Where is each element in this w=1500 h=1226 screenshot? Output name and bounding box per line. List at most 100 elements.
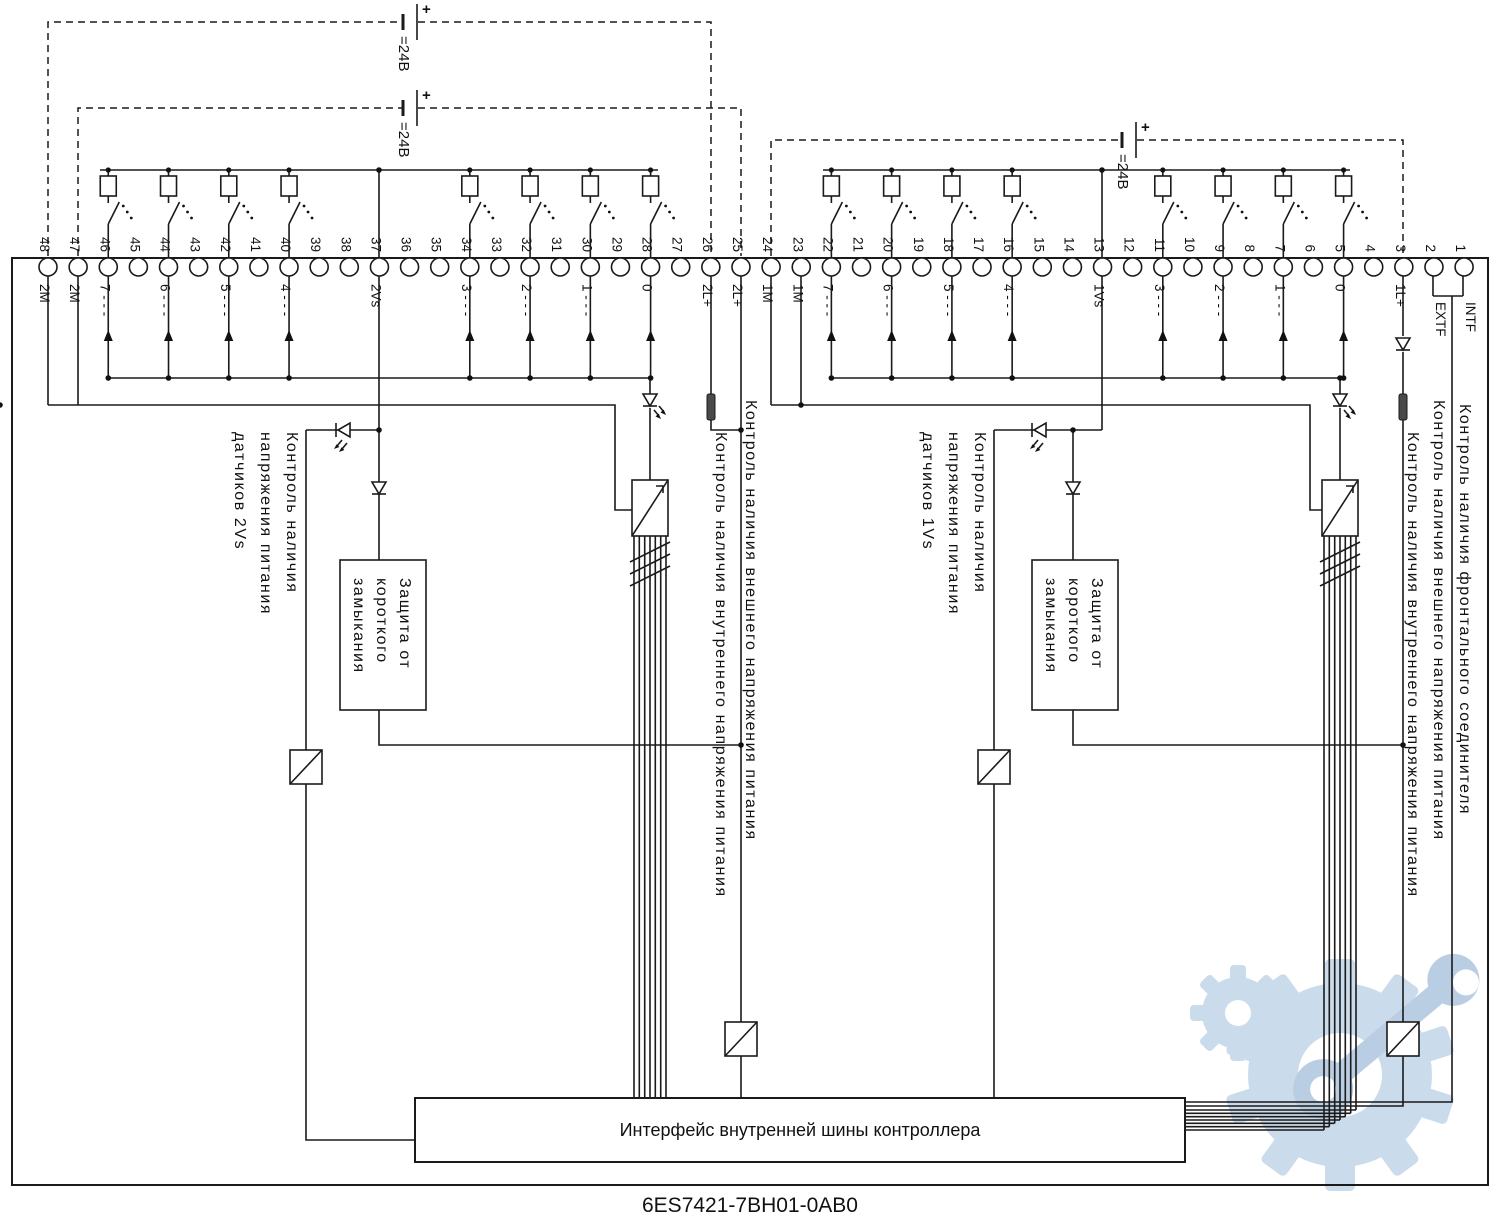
terminal-circle xyxy=(670,257,691,277)
terminal-circle xyxy=(640,257,661,277)
terminal-label: 0 xyxy=(1333,284,1348,292)
sensor-switch-wire xyxy=(529,170,542,258)
terminal-number: 30 xyxy=(579,237,594,252)
short-circuit-protection-box-left xyxy=(339,559,427,711)
terminal-label: 3 - - - xyxy=(1152,284,1167,316)
ellipsis-dot xyxy=(603,204,607,208)
battery-voltage-label: =24В xyxy=(395,36,412,71)
junction-dot xyxy=(1160,375,1166,381)
input-arrow xyxy=(525,330,535,341)
terminal-number: 26 xyxy=(700,237,715,252)
terminal-number: 4 xyxy=(1363,244,1378,252)
ellipsis-dot xyxy=(672,216,675,220)
terminal-label: 6 - - - xyxy=(158,284,173,316)
junction-dot xyxy=(1220,375,1226,381)
label-sensor-2vs-line1: Контроль наличия xyxy=(283,432,300,594)
ellipsis-dot xyxy=(1236,204,1240,208)
terminal-number: 22 xyxy=(820,237,835,252)
sensor-supply-1vs-wiring xyxy=(993,276,1403,1098)
terminal-circle xyxy=(1002,257,1022,277)
terminal-number: 1 xyxy=(1453,244,1468,252)
ellipsis-dot xyxy=(125,210,129,214)
terminal-number: 46 xyxy=(97,237,112,252)
sensor-switch-body xyxy=(219,175,238,197)
junction-dot xyxy=(105,167,111,173)
module-border xyxy=(11,257,1489,1186)
terminal-label: 3 - - - xyxy=(459,284,474,316)
terminal-number: 48 xyxy=(37,237,52,252)
diode-2vs xyxy=(371,481,387,495)
terminal-label: 2 - - - xyxy=(1212,284,1227,316)
input-arrow xyxy=(887,330,897,341)
terminal-number: 43 xyxy=(188,237,203,252)
input-arrow xyxy=(224,330,234,341)
junction-dot xyxy=(828,375,835,381)
terminal-label: 5 - - - xyxy=(941,284,956,316)
terminal-number: 28 xyxy=(640,237,655,252)
junction-dot xyxy=(1340,375,1347,381)
ellipsis-dot xyxy=(1025,204,1029,208)
sensor-switch-body xyxy=(521,175,539,197)
terminal-number: 3 xyxy=(1393,244,1408,252)
sensor-switch-wire xyxy=(1222,170,1235,258)
sensor-switch-body xyxy=(822,175,841,197)
label-sensor-1vs-line2: напряжения питания xyxy=(945,432,962,615)
sensor-switch-body xyxy=(641,175,660,197)
label-external-supply-left: Контроль наличия внешнего напряжения пит… xyxy=(742,400,759,841)
terminal-label: 4 - - - xyxy=(1001,284,1016,316)
battery-voltage-label: =24В xyxy=(1114,154,1131,189)
ellipsis-dot xyxy=(186,210,189,214)
ellipsis-dot xyxy=(607,210,611,214)
ellipsis-dot xyxy=(852,216,856,220)
terminal-label: 2L+ xyxy=(730,284,745,307)
ellipsis-dot xyxy=(1304,216,1308,220)
ellipsis-dot xyxy=(965,204,969,208)
junction-dot xyxy=(286,167,292,173)
ellipsis-dot xyxy=(913,216,917,220)
ellipsis-dot xyxy=(1180,210,1184,214)
terminal-circle xyxy=(1183,257,1203,277)
terminal-circle xyxy=(249,257,269,277)
junction-dot xyxy=(587,375,594,381)
sensor-switch-body xyxy=(280,175,298,197)
supply-loop-2b-dashed xyxy=(77,107,742,256)
label-extf: EXTF xyxy=(1433,302,1448,337)
terminal-circle xyxy=(1062,257,1083,277)
input-arrow xyxy=(103,330,113,341)
terminal-number: 7 xyxy=(1272,244,1287,252)
input-arrow xyxy=(1007,330,1017,341)
terminal-number: 17 xyxy=(971,237,986,252)
junction-dot xyxy=(1009,375,1015,381)
isolation-box-2vs xyxy=(289,749,323,785)
junction-dot xyxy=(165,167,172,173)
terminal-number: 14 xyxy=(1061,237,1076,253)
terminal-circle xyxy=(98,257,119,277)
label-internal-supply-left: Контроль наличия внутреннего напряжения … xyxy=(712,432,729,898)
label-front-connector: Контроль наличия фронтального соединител… xyxy=(1456,404,1473,815)
input-arrow xyxy=(646,330,656,341)
ellipsis-dot xyxy=(250,216,254,220)
terminal-circle xyxy=(218,257,239,277)
battery-symbol xyxy=(401,2,419,42)
sensor-switch-body xyxy=(1274,175,1293,197)
backplane-interface-label: Интерфейс внутренней шины контроллера xyxy=(620,1120,982,1140)
supply-1l-wiring xyxy=(1185,276,1404,1107)
sensor-switch-wire xyxy=(167,170,181,258)
junction-dot xyxy=(1280,167,1286,173)
ellipsis-dot xyxy=(302,204,306,208)
watermark-logo xyxy=(1190,953,1480,1191)
isolation-box-2l xyxy=(724,1021,758,1057)
sensor-switch-body xyxy=(461,175,479,197)
isolation-box-1l xyxy=(1386,1021,1420,1057)
terminal-number: 38 xyxy=(338,237,353,252)
terminal-number: 16 xyxy=(1001,237,1016,252)
terminal-circle xyxy=(911,257,932,277)
terminal-number: 13 xyxy=(1092,237,1107,252)
optocoupler-isolation-box-left xyxy=(631,479,669,537)
status-led-right xyxy=(1332,393,1357,420)
terminal-circle xyxy=(128,257,149,277)
terminal-number: 9 xyxy=(1212,244,1227,252)
terminal-number: 18 xyxy=(941,237,956,252)
ellipsis-dot xyxy=(1184,216,1188,220)
